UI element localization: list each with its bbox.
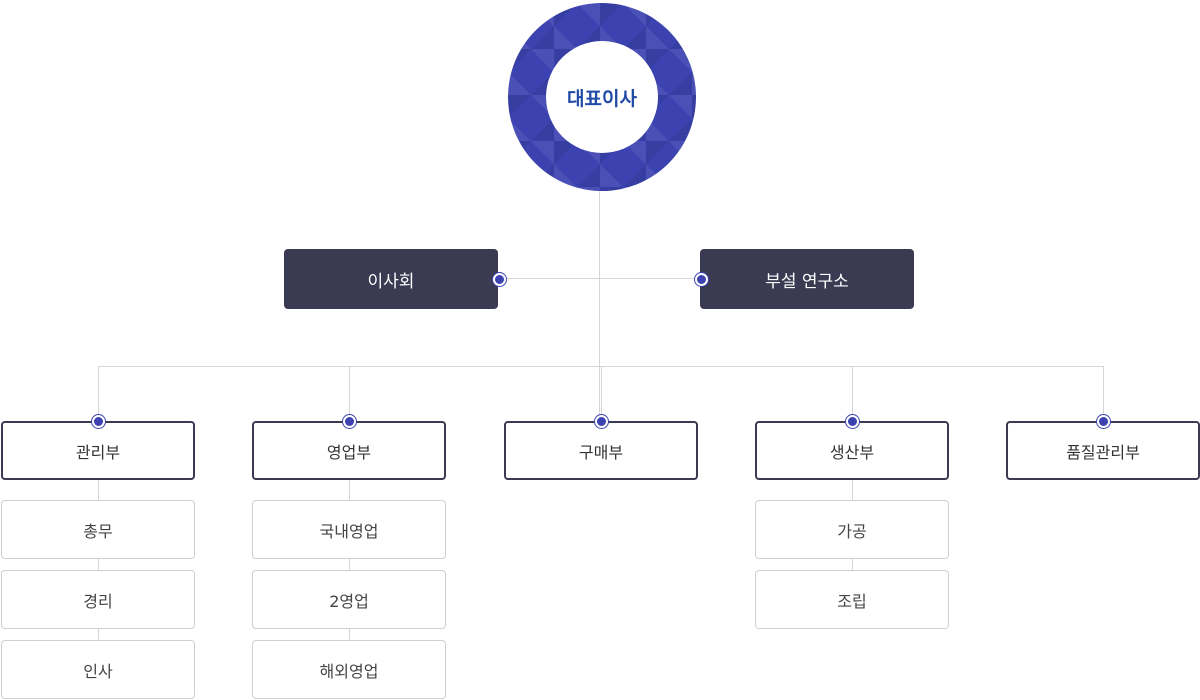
department-drop-line <box>1102 366 1104 421</box>
team-box: 조립 <box>755 570 949 629</box>
team-box: 국내영업 <box>252 500 446 559</box>
department-connector-dot <box>594 415 608 428</box>
department-connector-dot <box>91 415 105 428</box>
department-box: 관리부 <box>1 421 195 480</box>
ceo-trunk-line <box>599 190 600 421</box>
department-drop-line <box>851 366 853 421</box>
department-connector-dot <box>845 415 859 428</box>
department-connector-dot <box>342 415 356 428</box>
team-box: 인사 <box>1 640 195 699</box>
department-box: 생산부 <box>755 421 949 480</box>
research-lab-connector-dot <box>695 273 708 286</box>
ceo-label: 대표이사 <box>546 41 658 153</box>
department-drop-line <box>97 366 99 421</box>
department-box: 품질관리부 <box>1006 421 1200 480</box>
department-connector-dot <box>1096 415 1110 428</box>
department-drop-line <box>348 366 350 421</box>
side-branch-line <box>498 278 700 279</box>
team-box: 총무 <box>1 500 195 559</box>
team-box: 가공 <box>755 500 949 559</box>
board-connector-dot <box>493 273 506 286</box>
department-box: 구매부 <box>504 421 698 480</box>
team-box: 경리 <box>1 570 195 629</box>
research-lab-box: 부설 연구소 <box>700 249 914 309</box>
team-box: 2영업 <box>252 570 446 629</box>
department-drop-line <box>600 366 602 421</box>
department-box: 영업부 <box>252 421 446 480</box>
team-box: 해외영업 <box>252 640 446 699</box>
ceo-node: 대표이사 <box>508 3 696 191</box>
board-of-directors-box: 이사회 <box>284 249 498 309</box>
